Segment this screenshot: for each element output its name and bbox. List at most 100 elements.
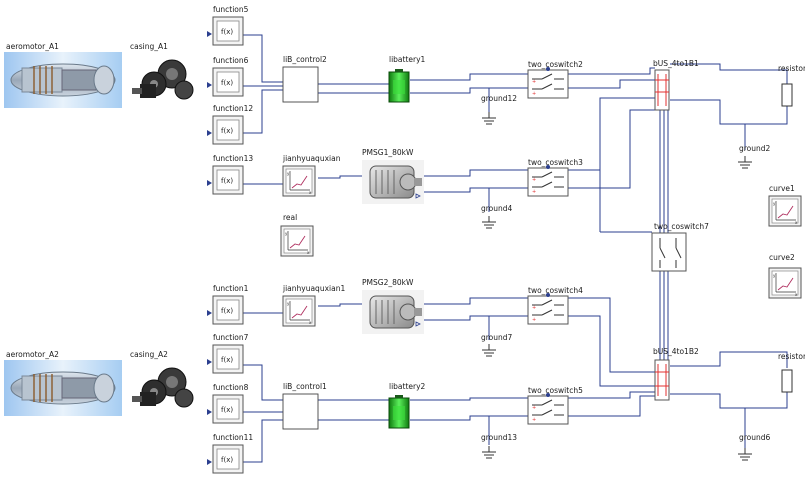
fx-text: f(x) [221,307,233,315]
function5-label: function5 [213,5,249,14]
casing-A1[interactable]: casing_A1 [130,42,193,99]
function8-block[interactable]: function8 f(x) [207,383,249,423]
ground-icon [482,112,496,124]
PMSG2-80kW[interactable]: PMSG2_80kW [362,278,424,334]
libattery2[interactable]: libattery2 [389,382,426,428]
curve1-block[interactable]: curve1 [769,184,801,226]
casing-A2-label: casing_A2 [130,350,168,359]
two-coswitch4-label: two_coswitch4 [528,286,583,295]
input-port-icon [207,180,212,186]
resistor-top[interactable]: resistor2 [778,64,805,106]
xy-curve-icon [281,226,313,256]
two-coswitch3[interactable]: two_coswitch3 [528,158,583,196]
bUS-4to1B2-label: bUS_4to1B2 [653,347,699,356]
PMSG2-label: PMSG2_80kW [362,278,414,287]
function13-block[interactable]: function13 f(x) [207,154,253,194]
resistor-icon [782,370,792,392]
liB-control1-label: liB_control1 [283,382,327,391]
battery-icon [389,395,409,428]
jianhyuaquxian1-label: jianhyuaquxian1 [282,284,345,293]
two-coswitch5-label: two_coswitch5 [528,386,583,395]
fx-text: f(x) [221,79,233,87]
ground-icon [738,448,752,460]
PMSG1-80kW[interactable]: PMSG1_80kW [362,148,424,204]
generator-icon [362,160,424,204]
xy-curve-icon [283,166,315,196]
fx-text: f(x) [221,456,233,464]
libattery1[interactable]: libattery1 [389,55,426,102]
aeromotor-A2[interactable]: aeromotor_A2 [4,350,122,416]
ground4[interactable]: ground4 [481,204,513,228]
ground2-label: ground2 [739,144,771,153]
input-port-icon [207,310,212,316]
function7-block[interactable]: function7 f(x) [207,333,249,373]
function11-label: function11 [213,433,253,442]
ground6-label: ground6 [739,433,771,442]
fx-text: f(x) [221,127,233,135]
function6-block[interactable]: function6 f(x) [207,56,249,96]
xy-curve-icon [769,196,801,226]
generator-icon [362,290,424,334]
two-way-switch-icon [528,165,568,196]
ground12[interactable]: ground12 [481,94,517,124]
two-coswitch2[interactable]: two_coswitch2 [528,60,583,98]
PMSG1-label: PMSG1_80kW [362,148,414,157]
function5-block[interactable]: function5 f(x) [207,5,249,45]
gearbox-icon [132,60,193,99]
liB-control2-block[interactable]: liB_control2 [283,55,327,102]
engine-icon [4,360,122,416]
two-coswitch5[interactable]: two_coswitch5 [528,386,583,424]
casing-A2[interactable]: casing_A2 [130,350,193,407]
ground2[interactable]: ground2 [738,144,771,168]
jianhyuaquxian1-block[interactable]: jianhyuaquxian1 [282,284,345,326]
battery-icon [389,69,409,102]
ground4-label: ground4 [481,204,513,213]
function1-label: function1 [213,284,249,293]
bUS-4to1B2[interactable]: bUS_4to1B2 [653,347,699,400]
aeromotor-A1-label: aeromotor_A1 [6,42,59,51]
jianhyuaquxian-block[interactable]: jianhyuaquxian [282,154,341,196]
ground-icon [482,344,496,356]
ground-icon [482,216,496,228]
two-coswitch7[interactable]: two_coswitch7 [652,222,709,271]
resistor-bottom-label: resistor1 [778,352,805,361]
input-port-icon [207,459,212,465]
function12-block[interactable]: function12 f(x) [207,104,253,144]
fx-text: f(x) [221,356,233,364]
engine-icon [4,52,122,108]
ground7[interactable]: ground7 [481,333,513,356]
function8-label: function8 [213,383,249,392]
input-port-icon [207,409,212,415]
function11-block[interactable]: function11 f(x) [207,433,253,473]
resistor-bottom[interactable]: resistor1 [778,352,805,392]
resistor-icon [782,84,792,106]
real-block[interactable]: real [281,213,313,256]
libattery1-label: libattery1 [389,55,426,64]
ground13-label: ground13 [481,433,517,442]
ground13[interactable]: ground13 [481,433,517,458]
fx-text: f(x) [221,177,233,185]
libattery2-label: libattery2 [389,382,426,391]
aeromotor-A1[interactable]: aeromotor_A1 [4,42,122,108]
two-coswitch4[interactable]: two_coswitch4 [528,286,583,324]
fx-text: f(x) [221,406,233,414]
two-coswitch7-label: two_coswitch7 [654,222,709,231]
function7-label: function7 [213,333,249,342]
ground-icon [738,156,752,168]
input-port-icon [207,31,212,37]
xy-curve-icon [283,296,315,326]
ground6[interactable]: ground6 [738,433,771,460]
function1-block[interactable]: function1 f(x) [207,284,249,324]
curve2-block[interactable]: curve2 [769,253,801,298]
ground-icon [482,446,496,458]
real-label: real [283,213,297,222]
liB-control2-label: liB_control2 [283,55,327,64]
curve2-label: curve2 [769,253,795,262]
aeromotor-A2-label: aeromotor_A2 [6,350,59,359]
liB-control1-block[interactable]: liB_control1 [283,382,327,429]
bUS-4to1B1[interactable]: bUS_4to1B1 [653,59,699,110]
fx-text: f(x) [221,28,233,36]
casing-A1-label: casing_A1 [130,42,168,51]
jianhyuaquxian-label: jianhyuaquxian [282,154,341,163]
input-port-icon [207,130,212,136]
